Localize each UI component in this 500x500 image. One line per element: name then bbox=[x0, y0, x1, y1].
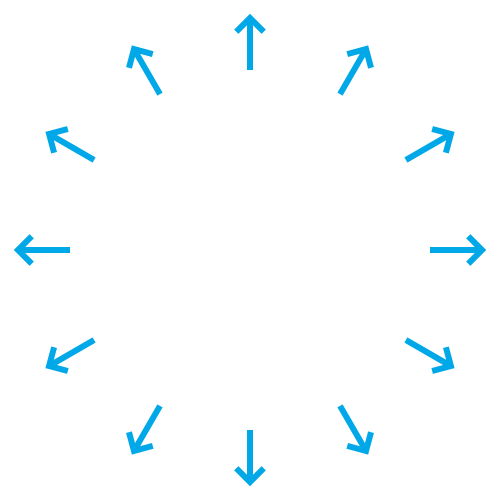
arrow-head bbox=[346, 45, 374, 69]
arrow-head bbox=[45, 126, 69, 154]
arrow-upper-right-icon bbox=[404, 126, 455, 163]
arrow-shaft bbox=[404, 132, 451, 163]
arrow-shaft bbox=[132, 404, 163, 451]
arrow-head bbox=[431, 126, 455, 154]
arrow-down-right-icon bbox=[337, 404, 374, 455]
arrow-head bbox=[13, 234, 34, 266]
arrow-up-icon bbox=[234, 13, 266, 70]
arrow-head bbox=[126, 431, 154, 455]
arrow-shaft bbox=[337, 404, 368, 451]
arrow-head bbox=[234, 466, 266, 487]
arrow-head bbox=[431, 346, 455, 374]
arrow-right-icon bbox=[430, 234, 487, 266]
arrow-up-right-icon bbox=[337, 45, 374, 96]
arrow-shaft bbox=[404, 337, 451, 368]
arrow-down-icon bbox=[234, 430, 266, 487]
arrow-head bbox=[234, 13, 266, 34]
arrow-up-left-icon bbox=[126, 45, 163, 96]
arrow-lower-left-icon bbox=[45, 337, 96, 374]
arrow-shaft bbox=[49, 132, 96, 163]
arrow-upper-left-icon bbox=[45, 126, 96, 163]
arrow-head bbox=[126, 45, 154, 69]
arrows-group bbox=[13, 13, 487, 487]
arrow-head bbox=[466, 234, 487, 266]
arrow-shaft bbox=[337, 49, 368, 96]
arrow-left-icon bbox=[13, 234, 70, 266]
arrow-head bbox=[45, 346, 69, 374]
arrow-shaft bbox=[132, 49, 163, 96]
arrow-down-left-icon bbox=[126, 404, 163, 455]
arrow-shaft bbox=[49, 337, 96, 368]
arrow-lower-right-icon bbox=[404, 337, 455, 374]
arrow-head bbox=[346, 431, 374, 455]
